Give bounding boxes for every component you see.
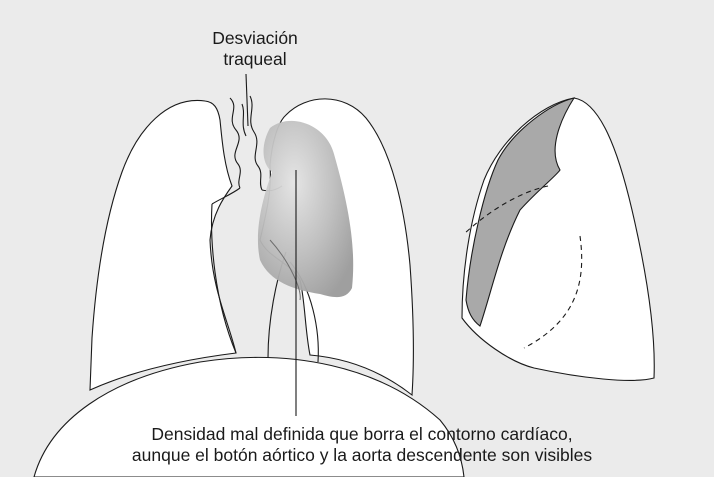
tracheal-deviation-line-2: traqueal — [223, 49, 287, 69]
lateral-opacity — [465, 97, 576, 327]
density-caption-line-1: Densidad mal definida que borra el conto… — [151, 424, 573, 444]
lateral-view — [461, 97, 655, 381]
ill-defined-density — [257, 120, 354, 298]
density-overlap-line — [269, 239, 301, 301]
tracheal-deviation-label: Desviación traqueal — [190, 28, 320, 70]
tracheal-deviation-line-1: Desviación — [212, 28, 298, 48]
frontal-view — [33, 98, 465, 477]
tracheal-leader-line — [245, 73, 249, 127]
lateral-fissure-upper — [463, 185, 549, 235]
density-caption: Densidad mal definida que borra el conto… — [62, 424, 662, 466]
right-mediastinal-border — [210, 203, 237, 354]
trachea-right-wall — [249, 95, 263, 191]
diaphragm — [33, 356, 465, 477]
trachea-left-wall — [229, 97, 241, 189]
tracheal-lumen — [241, 103, 247, 137]
right-bronchus — [211, 187, 241, 205]
right-lung — [89, 99, 237, 391]
density-caption-line-2: aunque el botón aórtico y la aorta desce… — [131, 445, 593, 465]
